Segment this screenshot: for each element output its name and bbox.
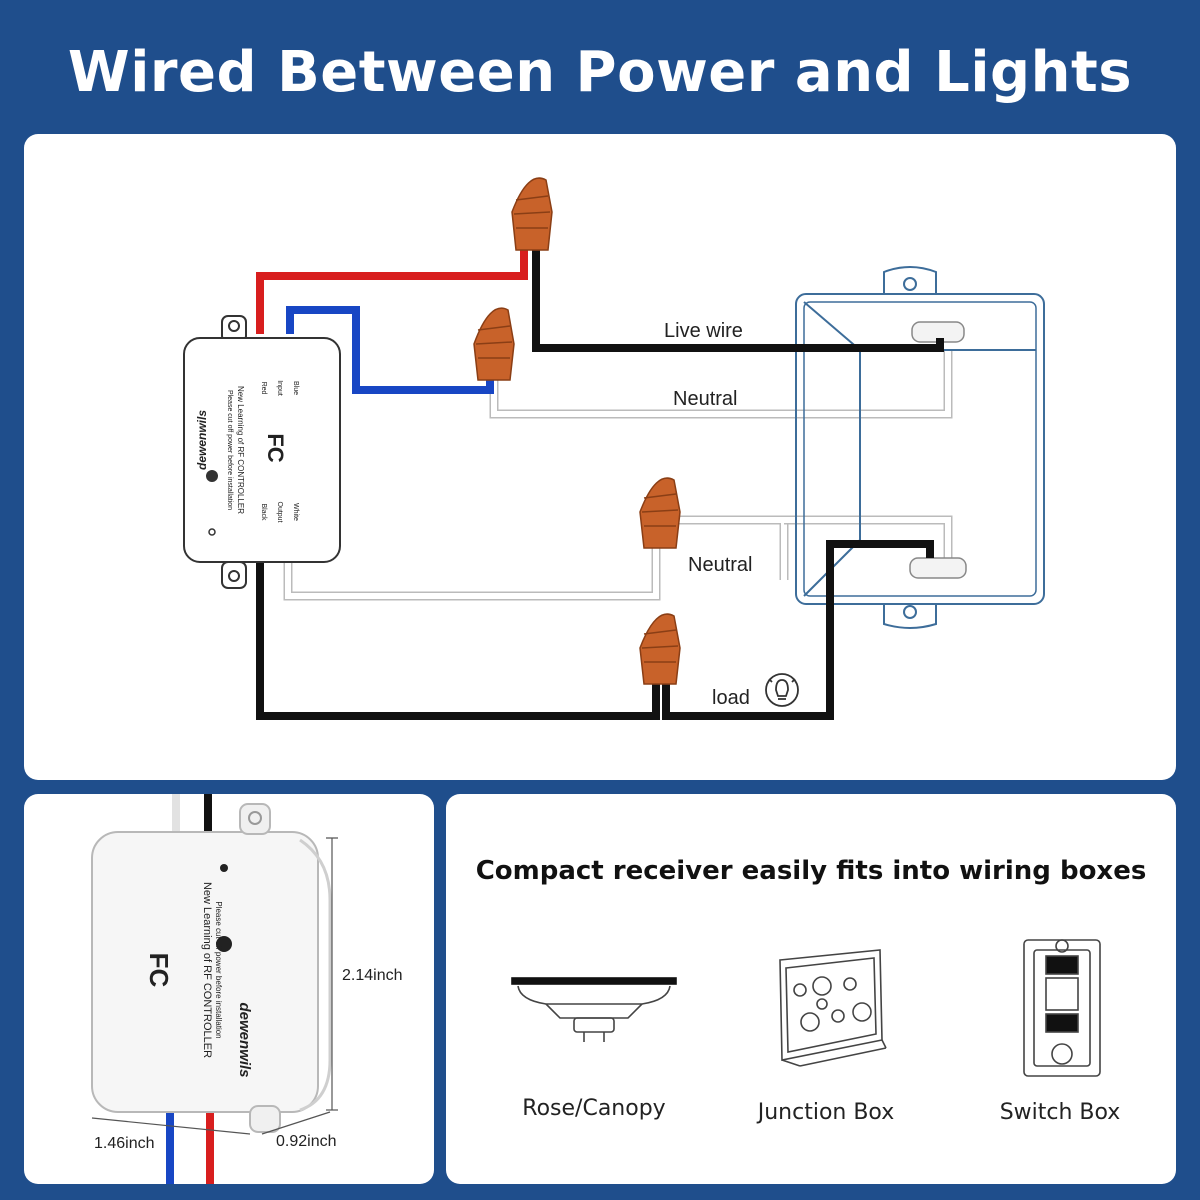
size-device-line-1: New Learning of RF CONTROLLER xyxy=(201,882,213,1058)
neutral-top-label: Neutral xyxy=(673,388,737,410)
size-device-brand: dewenwils xyxy=(236,1002,253,1077)
ceiling-canopy-icon xyxy=(511,977,677,1042)
device-terminal-blue: Blue xyxy=(292,381,299,395)
load-label: load xyxy=(712,687,750,709)
device-line-1: New Learning of RF CONTROLLER xyxy=(236,386,245,514)
device-line-2: Please cut off power before installation xyxy=(226,390,233,510)
neutral-wire-white-top xyxy=(489,350,953,419)
device-fcc-mark: FC xyxy=(263,433,288,462)
wiring-diagram: dewenwils New Learning of RF CONTROLLER … xyxy=(183,177,1045,720)
device-terminal-red: Red xyxy=(260,382,267,395)
junction-box-icon xyxy=(779,949,887,1067)
rose-canopy-label: Rose/Canopy xyxy=(522,1096,666,1121)
size-device-line-2: Please cut off power before installation xyxy=(214,901,223,1038)
wiring-boxes-panel: Compact receiver easily fits into wiring… xyxy=(446,794,1176,1184)
device-terminal-input: Input xyxy=(276,380,283,396)
blue-wire xyxy=(286,306,494,394)
live-wire-label: Live wire xyxy=(664,320,743,342)
height-dimension xyxy=(326,837,338,1111)
light-bulb-icon xyxy=(765,673,799,707)
depth-label: 0.92inch xyxy=(276,1133,337,1150)
page-title: Wired Between Power and Lights xyxy=(67,40,1133,105)
red-wire xyxy=(256,248,528,334)
device-size-drawing: dewenwils New Learning of RF CONTROLLER … xyxy=(91,794,403,1184)
junction-box-label: Junction Box xyxy=(757,1100,895,1125)
wire-nut-icon xyxy=(639,477,681,549)
terminal-bottom xyxy=(909,557,967,579)
wiring-boxes-icons xyxy=(511,939,1101,1077)
neutral-wire-white-bottom xyxy=(283,515,953,601)
device-brand: dewenwils xyxy=(195,410,209,470)
live-wire-black xyxy=(532,248,944,352)
width-label: 1.46inch xyxy=(94,1135,155,1152)
rf-controller-device: dewenwils New Learning of RF CONTROLLER … xyxy=(183,315,341,589)
output-wire-black xyxy=(256,560,660,720)
switch-box-label: Switch Box xyxy=(999,1100,1121,1125)
wire-nut-icon xyxy=(511,177,553,251)
wiring-diagram-panel: dewenwils New Learning of RF CONTROLLER … xyxy=(24,134,1176,780)
boxes-headline: Compact receiver easily fits into wiring… xyxy=(475,856,1147,886)
device-terminal-white: White xyxy=(292,503,299,521)
neutral-bottom-label: Neutral xyxy=(688,554,752,576)
device-terminal-black: Black xyxy=(260,503,267,521)
width-dimension xyxy=(91,1117,251,1135)
height-label: 2.14inch xyxy=(342,967,403,984)
wire-nut-icon xyxy=(473,307,515,381)
device-terminal-output: Output xyxy=(276,501,283,522)
load-wire-black xyxy=(662,540,934,720)
depth-dimension xyxy=(261,1111,331,1135)
rf-controller-device: dewenwils New Learning of RF CONTROLLER … xyxy=(91,803,332,1133)
device-size-panel: dewenwils New Learning of RF CONTROLLER … xyxy=(24,794,434,1184)
wire-nut-icon xyxy=(639,613,681,685)
size-device-fcc: FC xyxy=(144,953,174,988)
switch-box-icon xyxy=(1023,939,1101,1077)
